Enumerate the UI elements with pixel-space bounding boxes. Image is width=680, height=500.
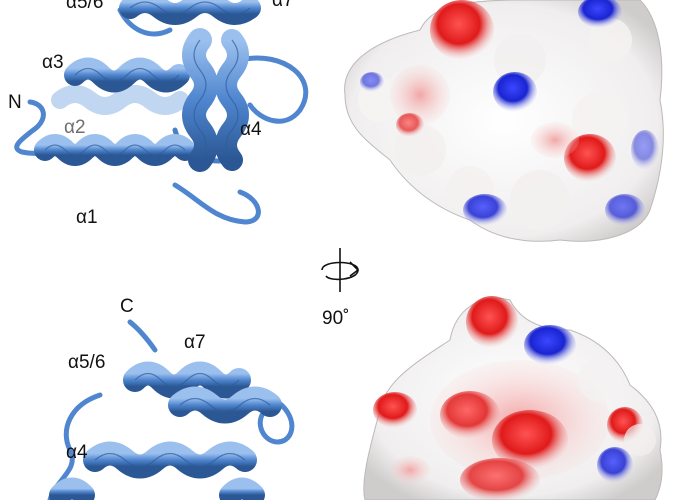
label-bottom-c-terminus: C bbox=[120, 296, 134, 317]
label-top-a7-partial: α7 bbox=[272, 0, 294, 11]
surface-model-bottom bbox=[363, 296, 663, 500]
label-bottom-a56: α5/6 bbox=[68, 352, 105, 373]
helix-partial-bottom bbox=[49, 477, 265, 500]
negative-patch-top bbox=[466, 296, 518, 348]
label-top-a2: α2 bbox=[64, 117, 86, 138]
ribbon-model-top: α5/6 α7 α3 N α2 α4 α1 bbox=[8, 0, 309, 228]
label-top-n-terminus: N bbox=[8, 92, 22, 113]
helix-a56-top bbox=[119, 0, 261, 25]
label-rotation: 90˚ bbox=[322, 308, 349, 329]
label-top-a56: α5/6 bbox=[66, 0, 103, 13]
helix-a2 bbox=[51, 85, 189, 115]
loop-right bbox=[237, 55, 309, 124]
label-top-a3: α3 bbox=[42, 52, 64, 73]
loop-c-terminus bbox=[127, 319, 158, 353]
loop-bottom bbox=[172, 182, 261, 225]
helix-a4 bbox=[215, 29, 249, 171]
negative-patch bbox=[430, 0, 494, 60]
helix-a1 bbox=[34, 134, 196, 166]
positive-patch bbox=[493, 72, 537, 112]
label-bottom-a7: α7 bbox=[184, 332, 206, 353]
helix-a3 bbox=[64, 57, 190, 93]
label-top-a4: α4 bbox=[240, 119, 262, 140]
helix-a56-bottom bbox=[123, 361, 251, 399]
helix-center-vertical bbox=[182, 28, 218, 172]
label-bottom-a4: α4 bbox=[66, 442, 88, 463]
ribbon-model-bottom: C α5/6 α7 α4 bbox=[47, 296, 295, 500]
positive-patch-bottom bbox=[524, 325, 576, 365]
surface-model-top bbox=[344, 0, 664, 242]
rotation-indicator: 90˚ bbox=[321, 248, 360, 329]
label-top-a1: α1 bbox=[76, 207, 98, 228]
helix-a4-bottom bbox=[83, 441, 257, 479]
rotate-90-icon bbox=[321, 248, 360, 292]
helix-a7 bbox=[168, 386, 282, 424]
